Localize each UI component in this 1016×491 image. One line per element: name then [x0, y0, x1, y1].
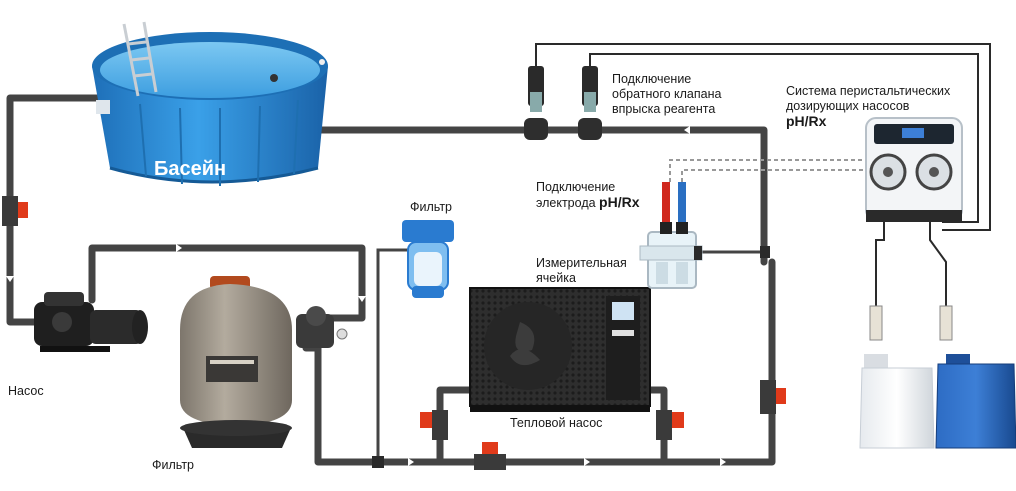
ball-valve-icon	[656, 410, 684, 440]
pipe-fitting	[760, 246, 770, 258]
dosing-system-label-line: Система перистальтических	[786, 84, 951, 98]
pool-ladder-icon	[122, 21, 158, 97]
circulation-pump-icon	[34, 292, 148, 352]
flow-arrow	[720, 458, 726, 466]
cartridge-filter-label: Фильтр	[410, 200, 452, 214]
electrode-label-line: Подключение	[536, 180, 616, 194]
check-valve-label-line: Подключение	[612, 72, 692, 86]
measuring-cell-label-line: ячейка	[536, 271, 576, 285]
dosing-system-label-bold: pH/Rx	[786, 113, 827, 129]
electrode-label-line: электрода pH/Rx	[536, 195, 640, 211]
check-valve-label: Подключение обратного клапана впрыска ре…	[612, 72, 721, 117]
flow-arrow	[408, 458, 414, 466]
flow-arrows	[6, 126, 726, 466]
heat-pump-label: Тепловой насос	[510, 416, 603, 430]
measuring-cell-label-line: Измерительная	[536, 256, 627, 270]
electrode-label-bold: pH/Rx	[599, 194, 640, 210]
ball-valve-icon	[760, 380, 786, 414]
dosing-pump-unit-icon	[865, 117, 963, 222]
pipe-fitting	[372, 456, 384, 468]
cable-electrode-rx	[681, 169, 872, 182]
tube-white-canister	[875, 222, 885, 310]
measuring-cell-icon	[639, 231, 703, 289]
cable-electrode-ph	[669, 159, 888, 182]
cable-check-valve-2	[589, 53, 979, 223]
check-valve-label-line: впрыска реагента	[612, 102, 716, 116]
chemical-canister-white-icon	[859, 305, 935, 449]
electrode-cables	[669, 159, 888, 182]
cartridge-filter-icon	[402, 220, 454, 298]
tube-blue-canister	[929, 222, 947, 310]
flow-arrow	[6, 276, 14, 282]
control-cables	[535, 43, 991, 231]
pool-label: Басейн	[154, 158, 227, 180]
flow-arrow	[358, 296, 366, 302]
electrode-label: Подключение электрода pH/Rx	[536, 180, 640, 211]
flow-arrow	[584, 458, 590, 466]
ball-valve-icon	[420, 410, 448, 440]
rx-electrode-icon	[676, 182, 688, 234]
sample-line	[376, 248, 408, 462]
ph-electrode-icon	[660, 182, 672, 234]
ball-valve-icon	[2, 196, 28, 226]
flow-arrow	[684, 126, 690, 134]
measuring-cell-label: Измерительная ячейка	[536, 256, 627, 286]
ball-valve-icon	[474, 442, 506, 470]
pump-label: Насос	[8, 384, 44, 398]
electrode-label-text: электрода	[536, 196, 596, 210]
cable-check-valve-1	[535, 43, 991, 231]
check-valve-icon	[578, 66, 602, 140]
dosing-system-label: Система перистальтических дозирующих нас…	[786, 84, 950, 129]
sand-filter-icon	[180, 276, 348, 448]
check-valve-icon	[524, 66, 548, 140]
sand-filter-label: Фильтр	[152, 458, 194, 472]
flow-arrow	[176, 244, 182, 252]
check-valve-label-line: обратного клапана	[612, 87, 722, 101]
pipe-return-top	[314, 126, 768, 266]
chemical-canister-blue-icon	[935, 305, 1016, 449]
heat-pump-icon	[469, 287, 651, 412]
dosing-system-label-line: дозирующих насосов	[786, 99, 910, 113]
dosing-tubes	[875, 222, 947, 310]
pipe-pump-to-filter	[88, 244, 366, 322]
